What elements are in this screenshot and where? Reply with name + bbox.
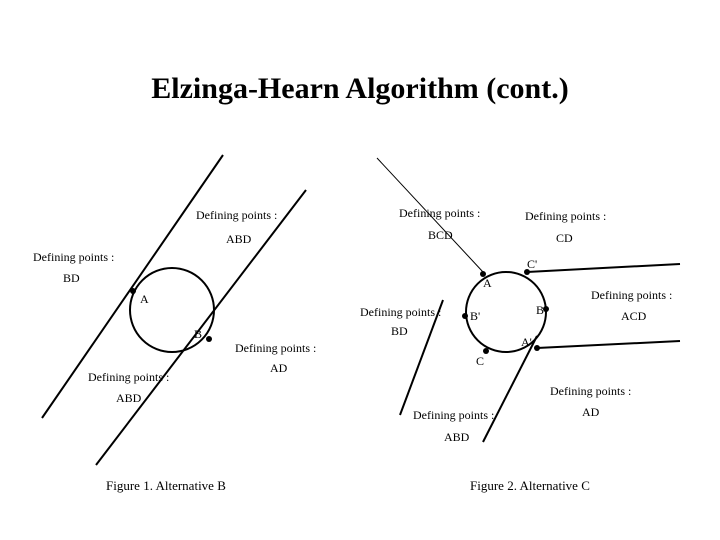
fig2-lower-support-line [482,335,538,443]
fig1-point-a-label: A [140,292,149,306]
fig1-label-4-heading: Defining points : [88,370,169,384]
fig2-point-a [480,271,486,277]
fig1-label-4-value: ABD [116,391,142,405]
fig1-label-2-heading: Defining points : [33,250,114,264]
fig1-label-1-value: ABD [226,232,252,246]
fig2-label-1-value: BCD [428,228,453,242]
fig2-caption: Figure 2. Alternative C [470,478,590,493]
fig2-lower-right-line [536,340,681,349]
fig1-label-3-heading: Defining points : [235,341,316,355]
fig2-label-5-heading: Defining points : [550,384,631,398]
fig2-label-6-heading: Defining points : [413,408,494,422]
fig2-point-c-prime-label: C' [527,257,537,271]
fig1-circle [129,267,215,353]
fig2-label-3-value: BD [391,324,408,338]
fig2-label-5-value: AD [582,405,600,419]
fig1-label-2-value: BD [63,271,80,285]
fig2-label-2-value: CD [556,231,573,245]
fig2-label-1-heading: Defining points : [399,206,480,220]
fig1-right-support-line [95,189,307,466]
fig2-point-a-prime [534,345,540,351]
fig2-label-2-heading: Defining points : [525,209,606,223]
fig1-point-b [206,336,212,342]
fig2-left-support-line [399,299,444,416]
figure-2: A C' B B' A' C Defining points : BCD Def… [360,157,681,493]
fig2-point-b [543,306,549,312]
fig1-left-support-line [41,154,224,419]
fig2-point-c-prime [524,269,530,275]
fig2-upper-right-line [526,263,681,273]
fig2-thin-line [376,157,484,273]
fig2-point-b-prime [462,313,468,319]
fig2-point-b-label: B [536,303,544,317]
fig2-point-b-prime-label: B' [470,309,480,323]
fig1-point-a [130,288,136,294]
fig2-label-3-heading: Defining points : [360,305,441,319]
fig2-point-c [483,348,489,354]
fig2-label-4-value: ACD [621,309,647,323]
fig1-point-b-label: B [194,327,202,341]
slide-title: Elzinga-Hearn Algorithm (cont.) [151,72,569,105]
fig1-label-3-value: AD [270,361,288,375]
fig2-label-6-value: ABD [444,430,470,444]
fig2-label-4-heading: Defining points : [591,288,672,302]
fig2-point-a-label: A [483,276,492,290]
fig1-label-1-heading: Defining points : [196,208,277,222]
figure-1: A B Defining points : ABD Defining point… [33,154,316,493]
fig2-point-a-prime-label: A' [521,335,532,349]
fig1-caption: Figure 1. Alternative B [106,478,226,493]
fig2-point-c-label: C [476,354,484,368]
